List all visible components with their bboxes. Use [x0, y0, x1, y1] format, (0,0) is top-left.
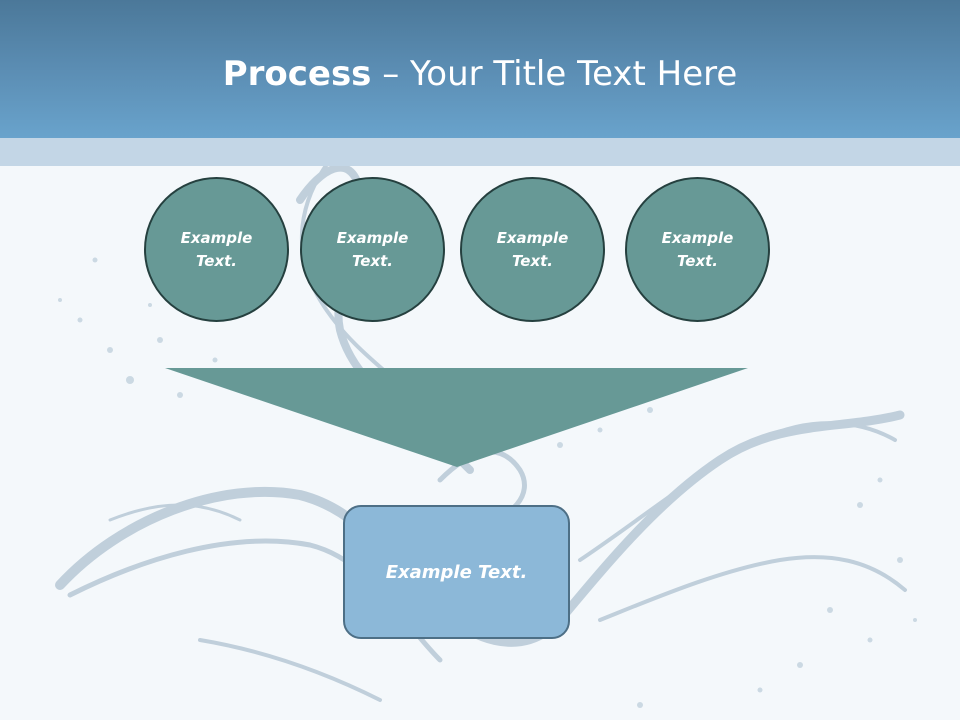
- result-box-text: Example Text.: [385, 561, 528, 583]
- funnel-triangle: [165, 368, 748, 467]
- slide-title: Process – Your Title Text Here: [0, 52, 960, 96]
- process-step-2-line1: Example: [336, 228, 409, 247]
- slide-title-rest: – Your Title Text Here: [371, 54, 738, 94]
- process-step-3-line1: Example: [496, 228, 569, 247]
- slide-title-bold: Process: [222, 54, 372, 94]
- process-step-3-line2: Text.: [511, 251, 553, 270]
- title-bar-strip: [0, 138, 960, 166]
- result-box: Example Text.: [343, 505, 570, 639]
- process-step-1-line2: Text.: [195, 251, 237, 270]
- process-step-1-line1: Example: [180, 228, 253, 247]
- title-bar: [0, 0, 960, 138]
- process-step-2-line2: Text.: [351, 251, 393, 270]
- process-step-4-line1: Example: [661, 228, 734, 247]
- process-step-4-line2: Text.: [676, 251, 718, 270]
